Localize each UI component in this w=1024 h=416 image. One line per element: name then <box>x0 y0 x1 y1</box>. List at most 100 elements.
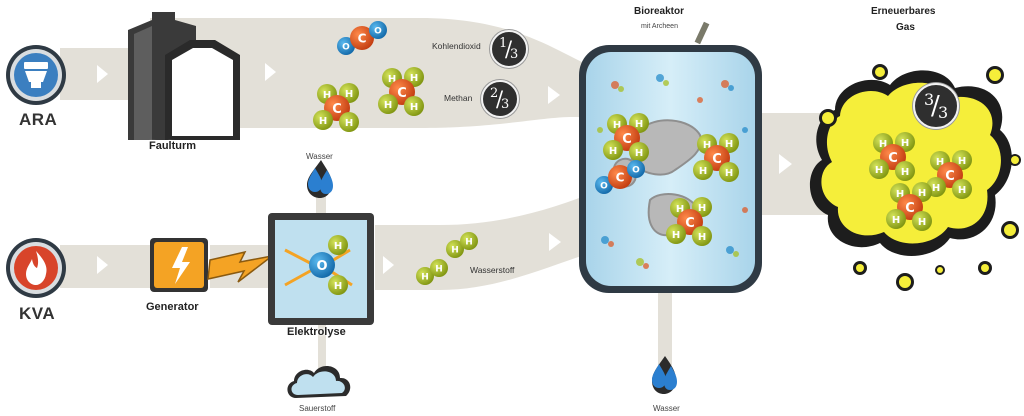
water-drops-icon <box>307 160 333 198</box>
hydrogen-atom <box>869 159 889 179</box>
ara-label: ARA <box>19 110 58 129</box>
lightning-icon <box>172 247 190 284</box>
faulturm-label: Faulturm <box>149 140 197 152</box>
atom-symbol: H <box>421 272 429 282</box>
oxygen-atom <box>627 160 645 178</box>
spark-icon <box>284 248 353 287</box>
atom-symbol: H <box>323 90 331 101</box>
atom-symbol: H <box>388 74 396 85</box>
hydrogen-atom <box>886 209 906 229</box>
reactor-subtitle: mit Archeen <box>641 23 678 30</box>
ch4-molecule: H HCH H <box>313 83 359 132</box>
lightning-bolt-icon <box>207 250 273 283</box>
atom-symbol: H <box>345 89 353 100</box>
cloud-icon <box>287 365 351 398</box>
elektrolyse-water-label: Wasser <box>306 152 333 161</box>
output-title-line1: Erneuerbares <box>871 6 936 17</box>
atom-symbol: C <box>905 201 915 216</box>
hydrogen-atom <box>328 235 348 255</box>
carbon-atom <box>608 165 632 189</box>
atom-symbol: H <box>901 138 909 149</box>
co2-label: Kohlendioxid <box>432 41 481 51</box>
oxygen-atom <box>595 176 613 194</box>
atom-symbol: O <box>342 42 350 52</box>
generator-label: Generator <box>146 301 199 313</box>
ara-icon <box>6 45 66 105</box>
faulturm-icon <box>128 12 240 140</box>
atom-symbol: H <box>932 183 940 194</box>
atom-symbol: H <box>384 100 392 111</box>
hydrogen-atom <box>460 232 478 250</box>
atom-symbol: H <box>609 146 617 157</box>
kva-label: KVA <box>19 304 56 323</box>
h2-molecule: HH <box>446 232 478 258</box>
atom-symbol: H <box>699 166 707 177</box>
co2-fraction-denominator: 3 <box>510 47 519 62</box>
small-molecules <box>597 74 748 269</box>
atom-symbol: H <box>703 140 711 151</box>
flame-icon <box>26 251 47 285</box>
atom-symbol: H <box>698 203 706 214</box>
hydrogen-atom <box>378 94 398 114</box>
toilet-icon <box>24 62 48 88</box>
hydrogen-atom <box>629 142 649 162</box>
atom-symbol: H <box>410 102 418 113</box>
hydrogen-atom <box>693 160 713 180</box>
atom-symbol: C <box>712 152 722 167</box>
reactor-water-label: Wasser <box>653 404 680 413</box>
h2-label: Wasserstoff <box>470 265 515 275</box>
atom-symbol: H <box>725 168 733 179</box>
atom-symbol: O <box>632 165 640 175</box>
flow-hydrogen-band <box>375 190 600 290</box>
atom-symbol: H <box>465 237 473 247</box>
atom-symbol: H <box>319 116 327 127</box>
ch4-fraction-numerator: 2 <box>490 86 499 101</box>
hydrogen-atom <box>912 211 932 231</box>
co2-fraction-badge: 1 / 3 <box>490 30 528 68</box>
atom-symbol: H <box>435 264 443 274</box>
atom-symbol: H <box>410 73 418 84</box>
flow-reactor-drain <box>658 285 672 365</box>
atom-symbol: H <box>334 241 342 252</box>
reactor-water-drops-icon <box>652 356 677 394</box>
hydrogen-atom <box>404 96 424 116</box>
atom-symbol: H <box>613 120 621 131</box>
co2-molecule: OCO <box>595 160 645 194</box>
fraction-slash: / <box>505 37 513 61</box>
atom-symbol: H <box>901 167 909 178</box>
gas-bubbles <box>819 64 1021 291</box>
kva-icon <box>6 238 66 298</box>
generator-icon <box>150 238 208 292</box>
oxygen-atom <box>369 21 387 39</box>
atom-symbol: H <box>635 119 643 130</box>
output-title-line2: Gas <box>896 22 915 33</box>
atom-symbol: H <box>635 148 643 159</box>
water-molecule: HOH <box>309 235 348 295</box>
arrow-icon <box>779 154 792 174</box>
elektrolyse-oxygen-label: Sauerstoff <box>299 404 336 413</box>
atom-symbol: H <box>896 189 904 200</box>
atom-symbol: C <box>622 132 632 147</box>
atom-symbol: H <box>676 204 684 215</box>
atom-symbol: O <box>374 26 382 36</box>
hydrogen-atom <box>446 240 464 258</box>
arrow-icon <box>265 63 276 81</box>
atom-symbol: C <box>888 151 898 166</box>
ch4-label: Methan <box>444 93 473 103</box>
atom-symbol: H <box>698 232 706 243</box>
atom-symbol: H <box>345 118 353 129</box>
atom-symbol: C <box>332 102 342 117</box>
oxygen-atom <box>309 252 335 278</box>
atom-symbol: O <box>316 259 327 274</box>
h2-molecule: HH <box>416 259 448 285</box>
fraction-slash: / <box>496 87 504 111</box>
atom-symbol: H <box>958 185 966 196</box>
output-fraction-denominator: 3 <box>938 103 949 122</box>
hydrogen-atom <box>603 140 623 160</box>
ch4-molecule: H HCH H <box>603 113 649 162</box>
